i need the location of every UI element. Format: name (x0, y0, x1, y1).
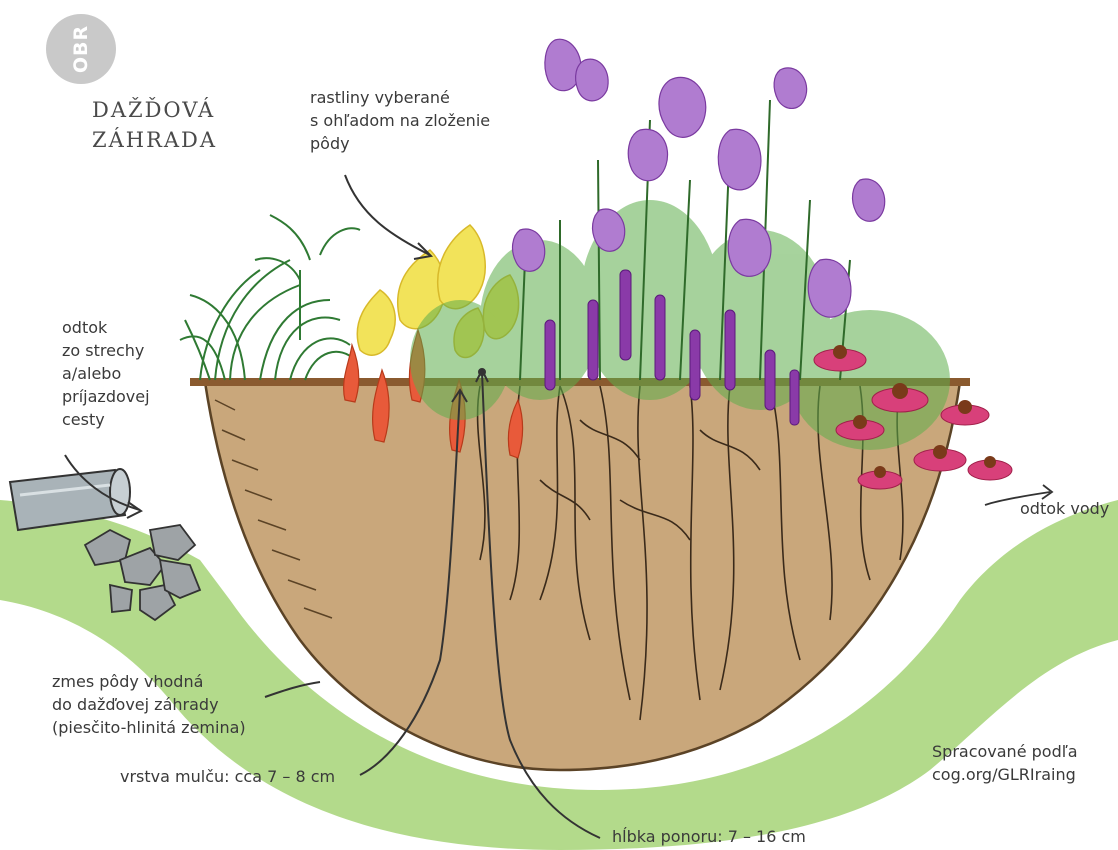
plants-label: rastliny vyberané s ohľadom na zloženie … (310, 86, 490, 155)
plants-label-line-1: rastliny vyberané (310, 86, 490, 109)
source-credit-line-2: cog.org/GLRIraing (932, 763, 1078, 786)
roof-runoff-line-2: zo strechy (62, 339, 150, 362)
roof-runoff-label: odtok zo strechy a/alebo príjazdovej ces… (62, 316, 150, 431)
title-line-2: ZÁHRADA (92, 125, 217, 155)
roof-runoff-line-3: a/alebo (62, 362, 150, 385)
soil-mix-line-1: zmes pôdy vhodná (52, 670, 246, 693)
title-line-1: DAŽĎOVÁ (92, 95, 217, 125)
depth-label: hĺbka ponoru: 7 – 16 cm (612, 825, 806, 848)
outflow-label: odtok vody (1020, 497, 1109, 520)
source-credit: Spracované podľa cog.org/GLRIraing (932, 740, 1078, 786)
soil-mix-line-2: do dažďovej záhrady (52, 693, 246, 716)
soil-mix-line-3: (piesčito-hlinitá zemina) (52, 716, 246, 739)
plants-label-line-3: pôdy (310, 132, 490, 155)
diagram-title: DAŽĎOVÁ ZÁHRADA (92, 95, 217, 155)
source-credit-line-1: Spracované podľa (932, 740, 1078, 763)
soil-mix-label: zmes pôdy vhodná do dažďovej záhrady (pi… (52, 670, 246, 739)
roof-runoff-line-5: cesty (62, 408, 150, 431)
figure-badge: OBR (46, 14, 116, 84)
plants-label-line-2: s ohľadom na zloženie (310, 109, 490, 132)
roof-runoff-line-4: príjazdovej (62, 385, 150, 408)
badge-label: OBR (70, 25, 92, 73)
mulch-label: vrstva mulču: cca 7 – 8 cm (120, 765, 335, 788)
ornamental-grass (180, 215, 360, 380)
plants-arrow (345, 175, 430, 255)
roof-runoff-line-1: odtok (62, 316, 150, 339)
